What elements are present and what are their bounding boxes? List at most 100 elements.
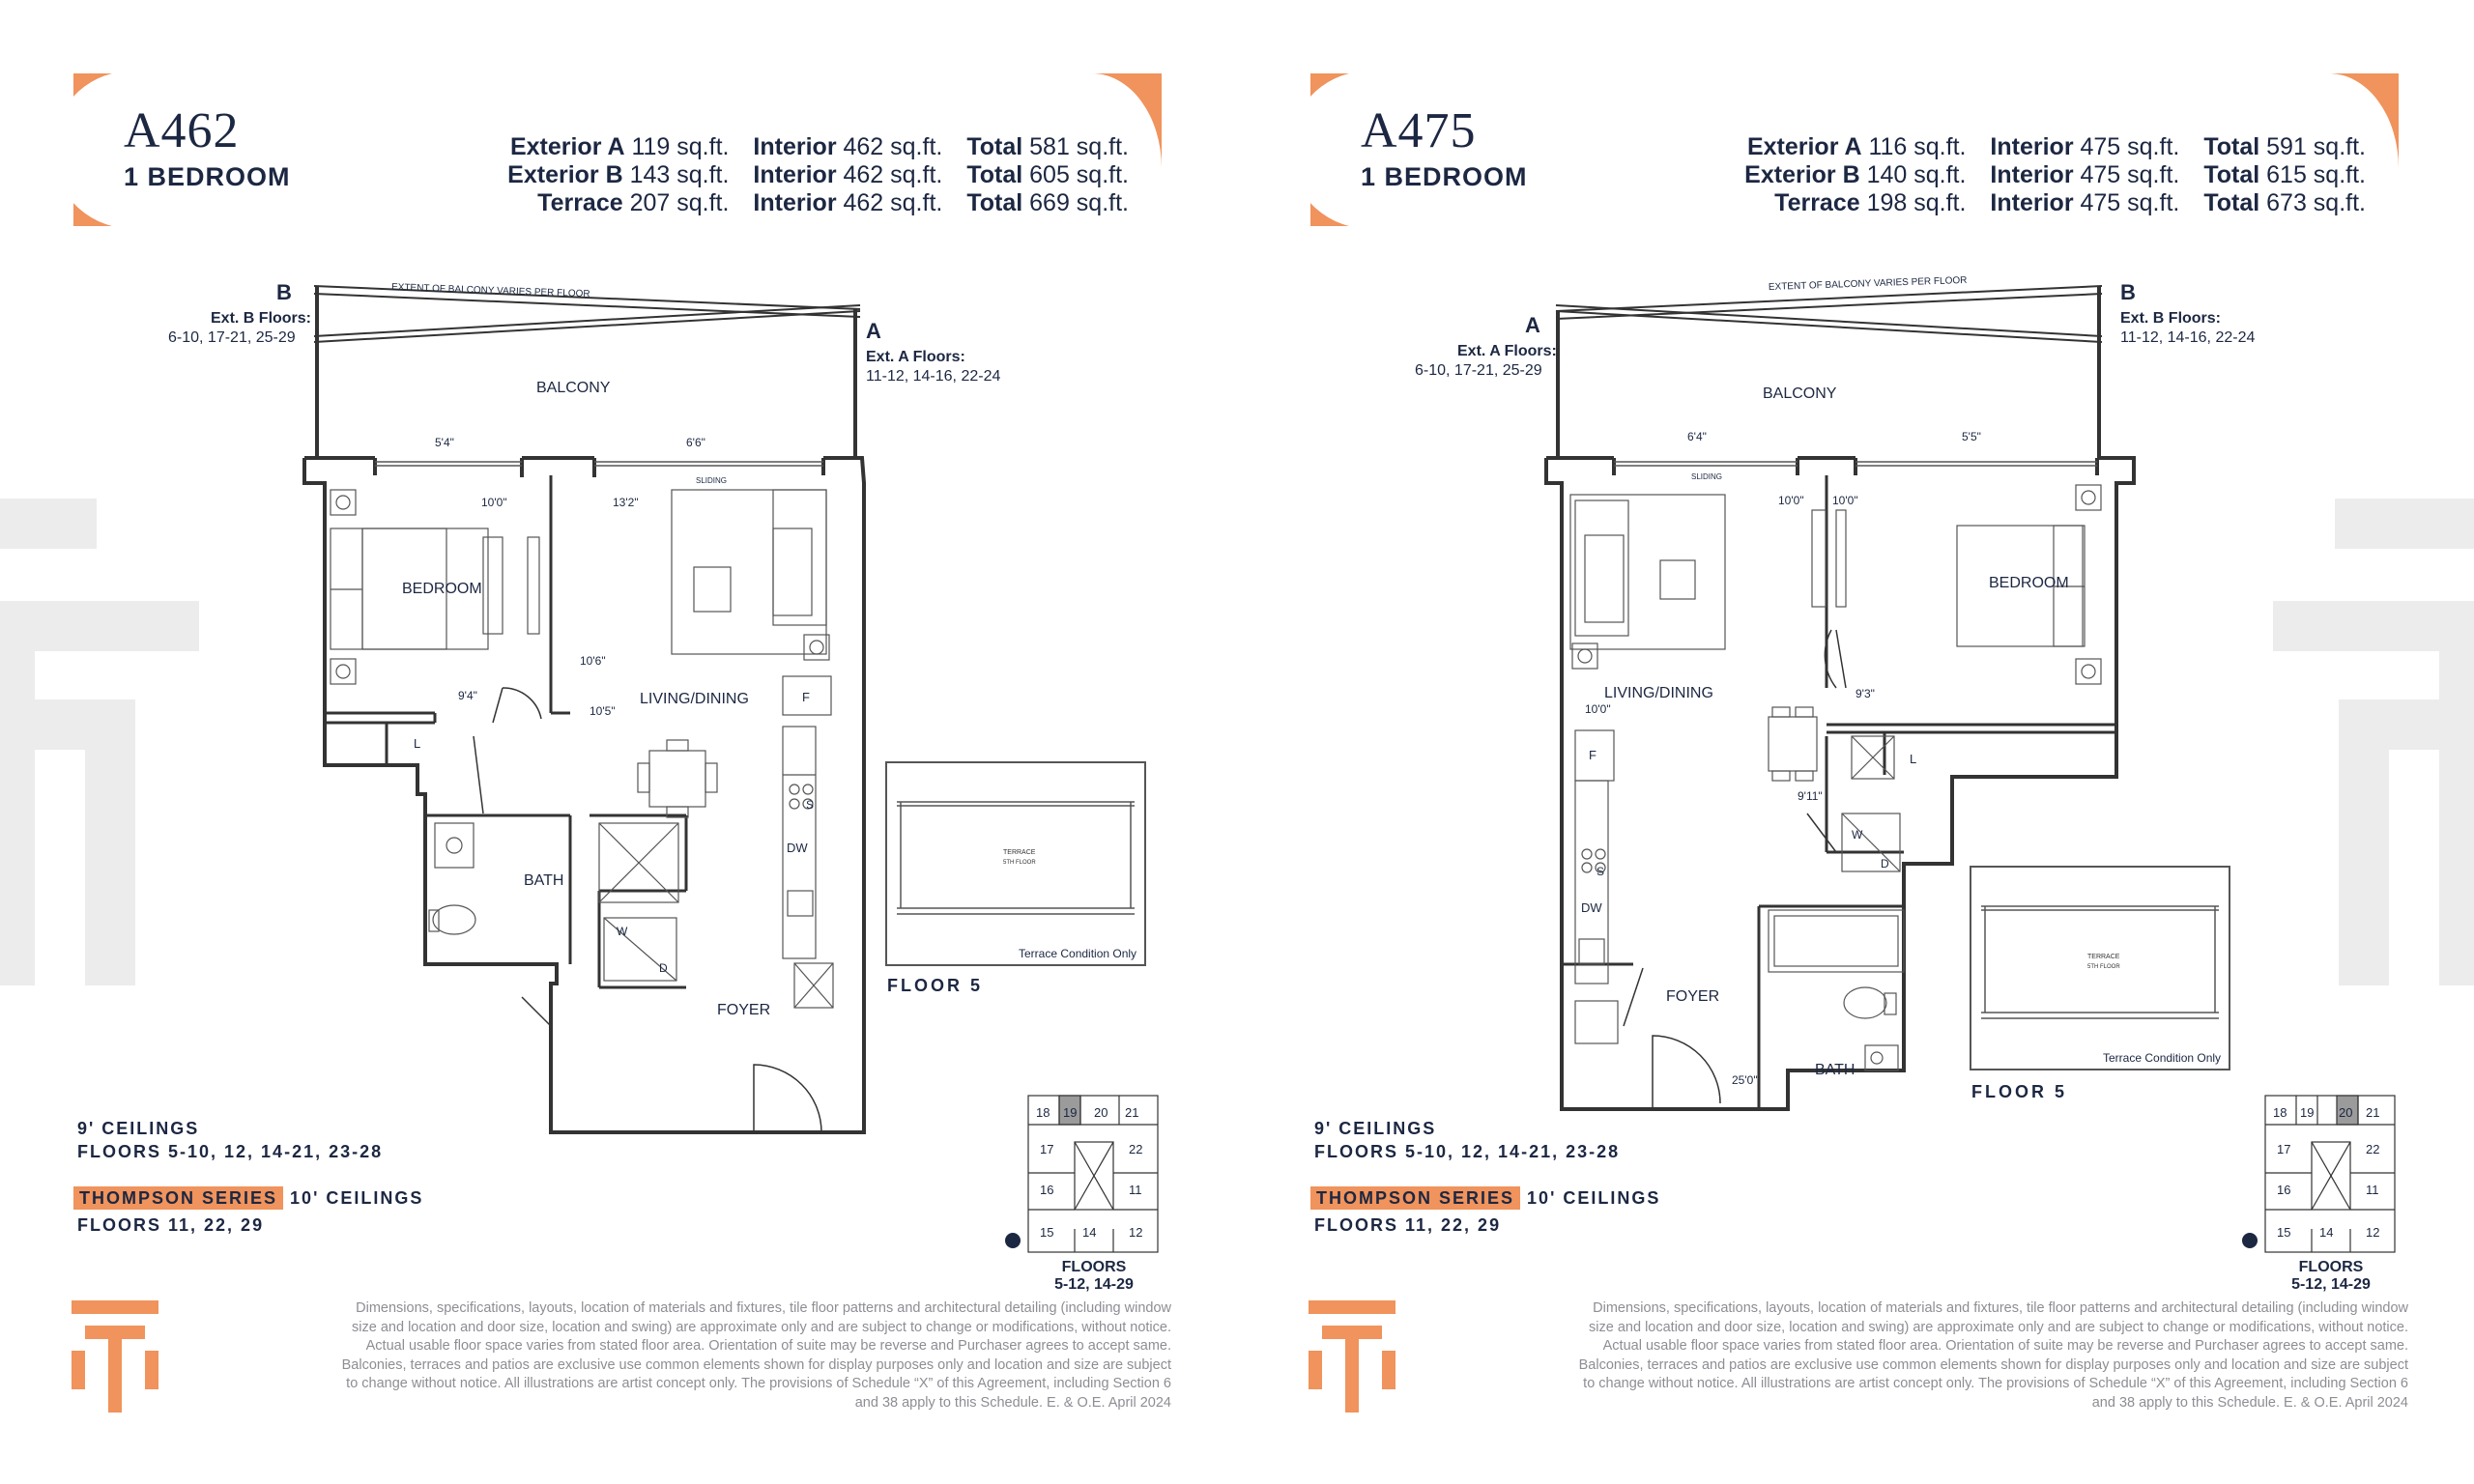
terrace-drawing: TERRACE 5TH FLOOR (1981, 905, 2219, 1019)
key-plan: 18 19 20 21 17 22 16 11 15 14 12 (2263, 1094, 2399, 1258)
key-cell: 15 (1040, 1225, 1053, 1240)
disclaimer: Dimensions, specifications, layouts, loc… (341, 1300, 1171, 1411)
ext-right-title: Ext. A Floors: (866, 349, 965, 365)
series-ceilings: 10' CEILINGS (290, 1188, 424, 1208)
key-cell: 16 (1040, 1183, 1053, 1197)
floor-plan-drawing: EXTENT OF BALCONY VARIES PER FLOOR A Ext… (1415, 275, 2255, 1111)
corner-accent-icon (73, 73, 151, 226)
key-cell: 19 (2300, 1105, 2314, 1120)
floorplan-page-a462: A462 1 BEDROOM Exterior A 119 sq.ft. Int… (0, 73, 1171, 1413)
key-cell: 18 (1036, 1105, 1050, 1120)
floorplan-page-a475: A475 1 BEDROOM Exterior A 116 sq.ft. Int… (1237, 0, 2474, 1484)
fixture-linen: L (1910, 752, 1916, 766)
dim-label: 9'4" (458, 689, 477, 702)
fixture-dishwasher: DW (1581, 900, 1602, 915)
key-cell: 20 (1094, 1105, 1108, 1120)
series-floors: FLOORS 11, 22, 29 (77, 1215, 265, 1235)
key-cell: 15 (2277, 1225, 2290, 1240)
watermark-bar (2273, 601, 2474, 651)
area-row: Terrace 198 sq.ft. Interior 475 sq.ft. T… (1774, 189, 2366, 216)
room-label-foyer: FOYER (717, 1002, 770, 1018)
ext-left-title: Ext. B Floors: (211, 310, 311, 327)
terrace-note: Terrace Condition Only (1019, 947, 1137, 960)
dim-label: 10'0" (481, 496, 507, 509)
north-arrow-icon (1005, 1233, 1021, 1248)
floor-plan: EXTENT OF BALCONY VARIES PER FLOOR A Ext… (1382, 272, 2348, 1142)
watermark-bar (2335, 499, 2474, 549)
dim-label: 6'6" (686, 436, 705, 449)
sliding-label: SLIDING (696, 476, 727, 485)
dim-label: 10'6" (580, 654, 606, 668)
area-table: Exterior A 119 sq.ft. Interior 462 sq.ft… (507, 133, 1129, 217)
room-label-balcony: BALCONY (536, 380, 611, 396)
key-plan: 18 19 20 21 17 22 16 11 15 14 12 (1026, 1094, 1162, 1258)
area-row: Exterior A 119 sq.ft. Interior 462 sq.ft… (509, 133, 1129, 160)
key-cell: 11 (1129, 1183, 1142, 1197)
area-row: Exterior B 140 sq.ft. Interior 475 sq.ft… (1744, 161, 2366, 188)
dim-label: 9'11" (1798, 789, 1823, 803)
ext-left-floors: 6-10, 17-21, 25-29 (168, 329, 296, 346)
fixture-linen: L (414, 736, 420, 751)
key-plan-title: FLOORS (1061, 1259, 1127, 1275)
dim-label: 10'0" (1832, 494, 1858, 507)
unit-type: 1 BEDROOM (1361, 162, 1528, 191)
dim-label: 10'0" (1585, 702, 1611, 716)
watermark-bar (2339, 750, 2389, 985)
watermark-bar (0, 499, 97, 549)
ext-left-letter: A (1525, 313, 1540, 337)
ext-right-floors: 11-12, 14-16, 22-24 (2120, 329, 2255, 346)
dim-label: 25'0" (1732, 1073, 1758, 1087)
ext-left-letter: B (276, 280, 292, 304)
floor-plan: EXTENT OF BALCONY VARIES PER FLOOR B Ext… (145, 272, 1111, 1142)
fixture-dryer: D (659, 961, 668, 975)
ext-right-floors: 11-12, 14-16, 22-24 (866, 368, 1000, 385)
area-row: Exterior A 116 sq.ft. Interior 475 sq.ft… (1746, 133, 2366, 160)
ext-right-title: Ext. B Floors: (2120, 310, 2221, 327)
floors-label: FLOORS 5-10, 12, 14-21, 23-28 (77, 1142, 384, 1161)
north-arrow-icon (2242, 1233, 2258, 1248)
key-cell: 16 (2277, 1183, 2290, 1197)
fixture-dishwasher: DW (787, 841, 808, 855)
series-floors: FLOORS 11, 22, 29 (1314, 1215, 1502, 1235)
fixture-stove: S (1597, 865, 1604, 878)
area-table: Exterior A 116 sq.ft. Interior 475 sq.ft… (1744, 133, 2366, 217)
key-plan-title: FLOORS (2298, 1259, 2364, 1275)
thompson-series: THOMPSON SERIES 10' CEILINGS (1310, 1186, 1660, 1210)
terrace-label: TERRACE (2087, 954, 2120, 960)
key-plan-drawing: 18 19 20 21 17 22 16 11 15 14 12 (2264, 1095, 2396, 1253)
area-row: Terrace 207 sq.ft. Interior 462 sq.ft. T… (537, 189, 1129, 216)
key-plan-floors: 5-12, 14-29 (2291, 1276, 2371, 1293)
dim-label: 6'4" (1687, 430, 1707, 443)
terrace-label: TERRACE (1003, 849, 1036, 856)
ext-left-title: Ext. A Floors: (1457, 343, 1557, 359)
terrace-sub-label: 5TH FLOOR (2087, 964, 2120, 970)
series-badge: THOMPSON SERIES (1310, 1186, 1521, 1210)
key-cell: 11 (2366, 1183, 2379, 1197)
unit-type: 1 BEDROOM (124, 162, 291, 191)
room-label-bath: BATH (1815, 1062, 1855, 1078)
key-cell: 18 (2273, 1105, 2287, 1120)
fixture-washer: W (617, 925, 628, 938)
floor5-label: FLOOR 5 (1971, 1082, 2068, 1101)
terrace-drawing: TERRACE 5TH FLOOR (897, 801, 1135, 915)
brand-logo-icon (72, 1300, 158, 1413)
floor5-label: FLOOR 5 (887, 976, 984, 995)
dim-label: 10'0" (1778, 494, 1804, 507)
dim-label: 5'5" (1962, 430, 1981, 443)
key-plan-floors: 5-12, 14-29 (1054, 1276, 1134, 1293)
room-label-bedroom: BEDROOM (1989, 575, 2069, 591)
ext-right-letter: A (866, 319, 881, 343)
fixture-fridge: F (802, 690, 810, 704)
key-cell: 21 (2366, 1105, 2379, 1120)
terrace-note: Terrace Condition Only (2103, 1051, 2222, 1065)
watermark-bar (2339, 699, 2474, 750)
corner-accent-icon (2329, 73, 2399, 168)
key-cell: 14 (2319, 1225, 2333, 1240)
unit-code: A475 (1361, 103, 1477, 158)
floor-plan-drawing: EXTENT OF BALCONY VARIES PER FLOOR B Ext… (168, 280, 1000, 1134)
key-cell: 20 (2339, 1105, 2352, 1120)
key-cell: 21 (1125, 1105, 1138, 1120)
balcony-note: EXTENT OF BALCONY VARIES PER FLOOR (391, 282, 590, 300)
terrace-inset: TERRACE 5TH FLOOR Terrace Condition Only (1970, 866, 2230, 1070)
floors-label: FLOORS 5-10, 12, 14-21, 23-28 (1314, 1142, 1621, 1161)
